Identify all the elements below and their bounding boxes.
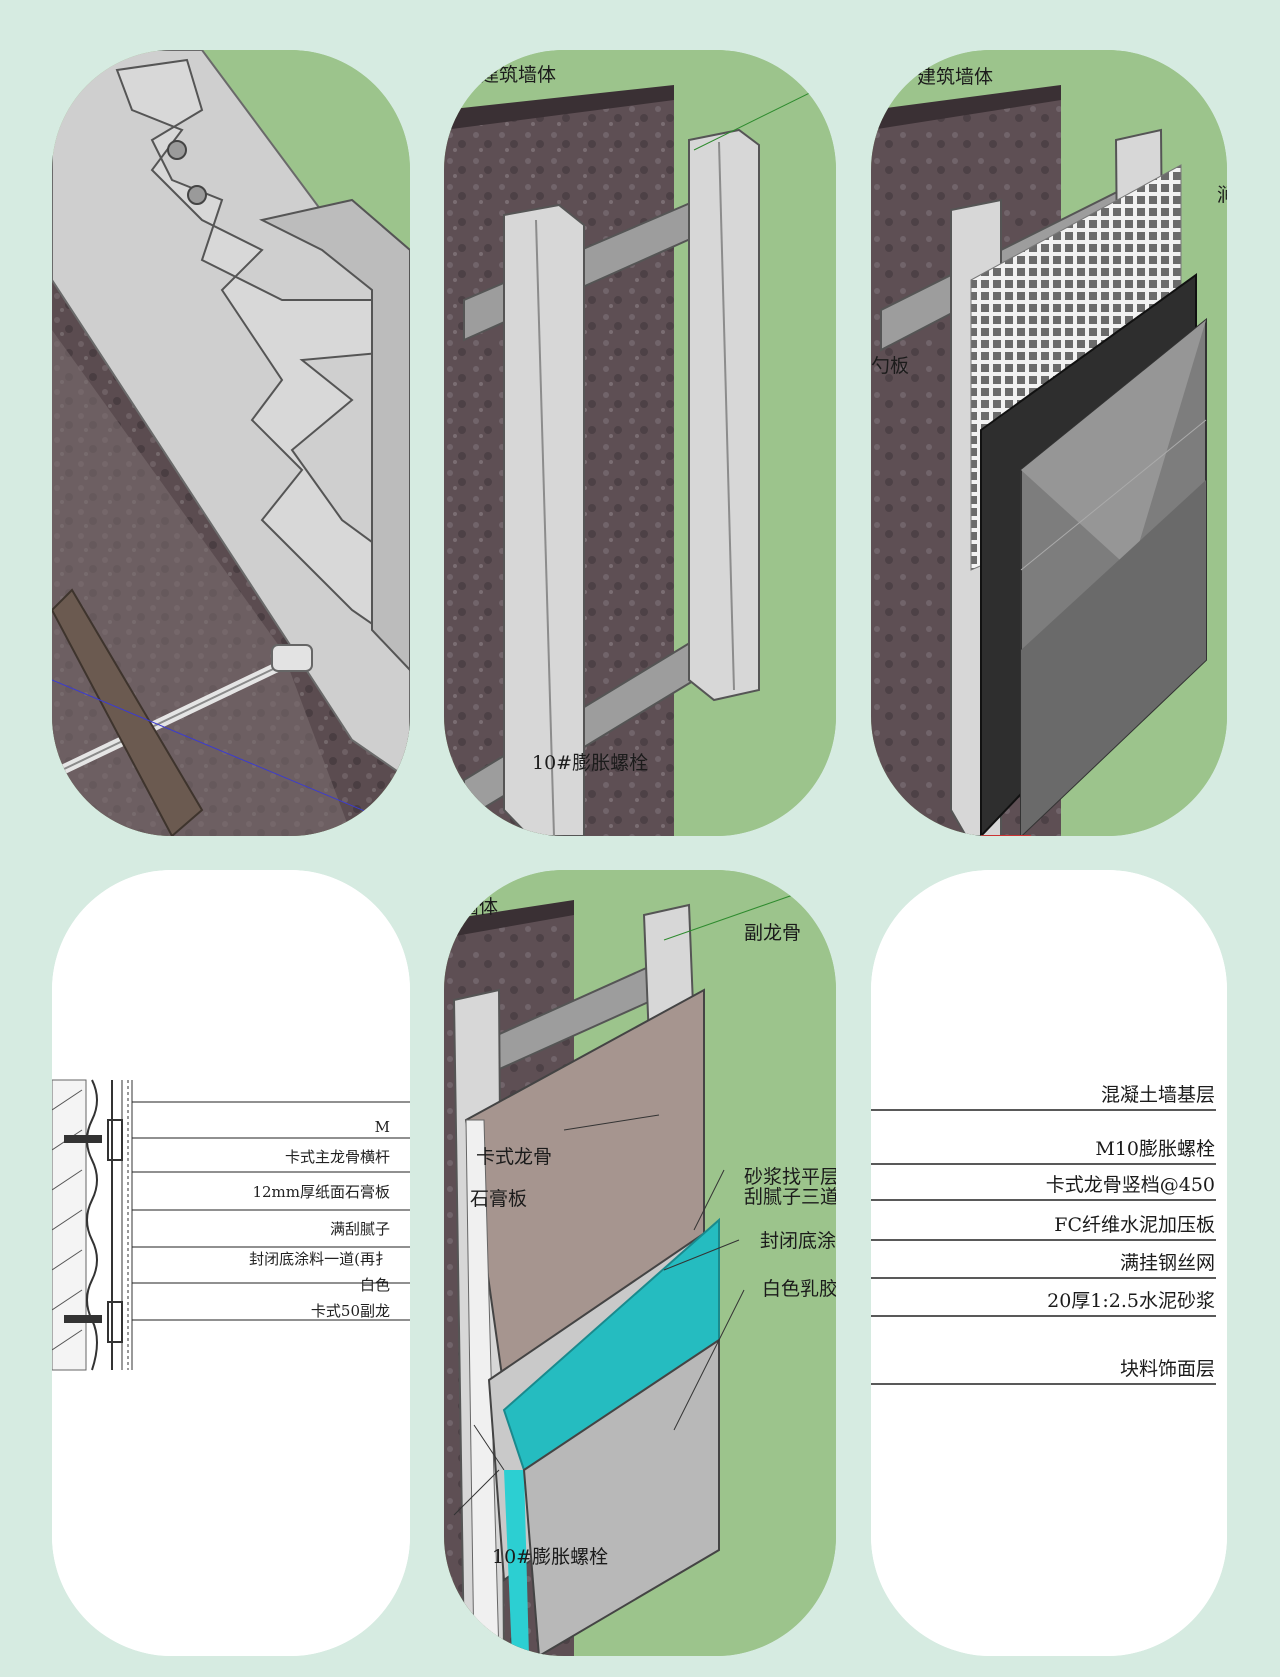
keel-closeup-drawing	[52, 50, 410, 836]
label-white-5: 白色乳胶	[762, 1278, 836, 1300]
legend-m10-bolt: M10膨胀螺栓	[1095, 1138, 1215, 1160]
label-gypsum-5: 石膏板	[470, 1188, 528, 1210]
section-gypsum-drawing	[52, 870, 410, 1656]
layered-wall-drawing	[444, 870, 836, 1656]
keel-frame-drawing	[444, 50, 836, 836]
legend-cement-mortar: 20厚1:2.5水泥砂浆	[1047, 1290, 1215, 1312]
panel-keel-frame: 建筑墙体 10#膨胀螺栓	[444, 50, 836, 836]
label-expansion-bolt: 10#膨胀螺栓	[532, 752, 649, 774]
label-gypsum-board: 12mm厚纸面石膏板	[252, 1183, 390, 1201]
legend-tile-finish: 块料饰面层	[1119, 1358, 1215, 1380]
layer-legend-lines	[871, 870, 1227, 1656]
panel-mesh-tile: 建筑墙体 勺板 涧	[871, 50, 1227, 836]
label-m-cut: M	[374, 1118, 390, 1136]
label-building-wall-3: 建筑墙体	[917, 66, 994, 88]
label-board-cut: 勺板	[871, 355, 910, 377]
label-sub-keel: 卡式50副龙	[310, 1302, 390, 1320]
label-putty-5: 刮腻子三道	[744, 1186, 836, 1208]
panel-keel-closeup	[52, 50, 410, 836]
label-white: 白色	[359, 1276, 390, 1294]
label-right-cut: 涧	[1217, 184, 1227, 206]
legend-keel-vertical: 卡式龙骨竖档@450	[1045, 1174, 1215, 1196]
panel-section-gypsum: M 卡式主龙骨横杆 12mm厚纸面石膏板 满刮腻子 封闭底涂料一道(再扌 白色 …	[52, 870, 410, 1656]
panel-layered-wall: 墙体 副龙骨 卡式龙骨 石膏板 砂浆找平层 刮腻子三道 封闭底涂 白色乳胶 10…	[444, 870, 836, 1656]
mesh-tile-drawing	[871, 50, 1227, 836]
label-sub-keel-5: 副龙骨	[744, 922, 802, 944]
label-seal-5: 封闭底涂	[760, 1230, 836, 1252]
panel-layer-legend: 混凝土墙基层 M10膨胀螺栓 卡式龙骨竖档@450 FC纤维水泥加压板 满挂钢丝…	[871, 870, 1227, 1656]
legend-fc-board: FC纤维水泥加压板	[1054, 1214, 1215, 1236]
label-seal-coat: 封闭底涂料一道(再扌	[249, 1250, 390, 1268]
label-card-keel-5: 卡式龙骨	[476, 1146, 553, 1168]
label-main-keel: 卡式主龙骨横杆	[284, 1148, 390, 1166]
label-bolt-5: 10#膨胀螺栓	[492, 1546, 609, 1568]
label-putty: 满刮腻子	[329, 1220, 390, 1238]
legend-concrete-base: 混凝土墙基层	[1100, 1084, 1215, 1106]
label-mortar-5: 砂浆找平层	[744, 1166, 836, 1188]
label-building-wall: 建筑墙体	[480, 64, 557, 86]
label-wall-5: 墙体	[460, 896, 499, 918]
legend-steel-mesh: 满挂钢丝网	[1119, 1252, 1215, 1274]
